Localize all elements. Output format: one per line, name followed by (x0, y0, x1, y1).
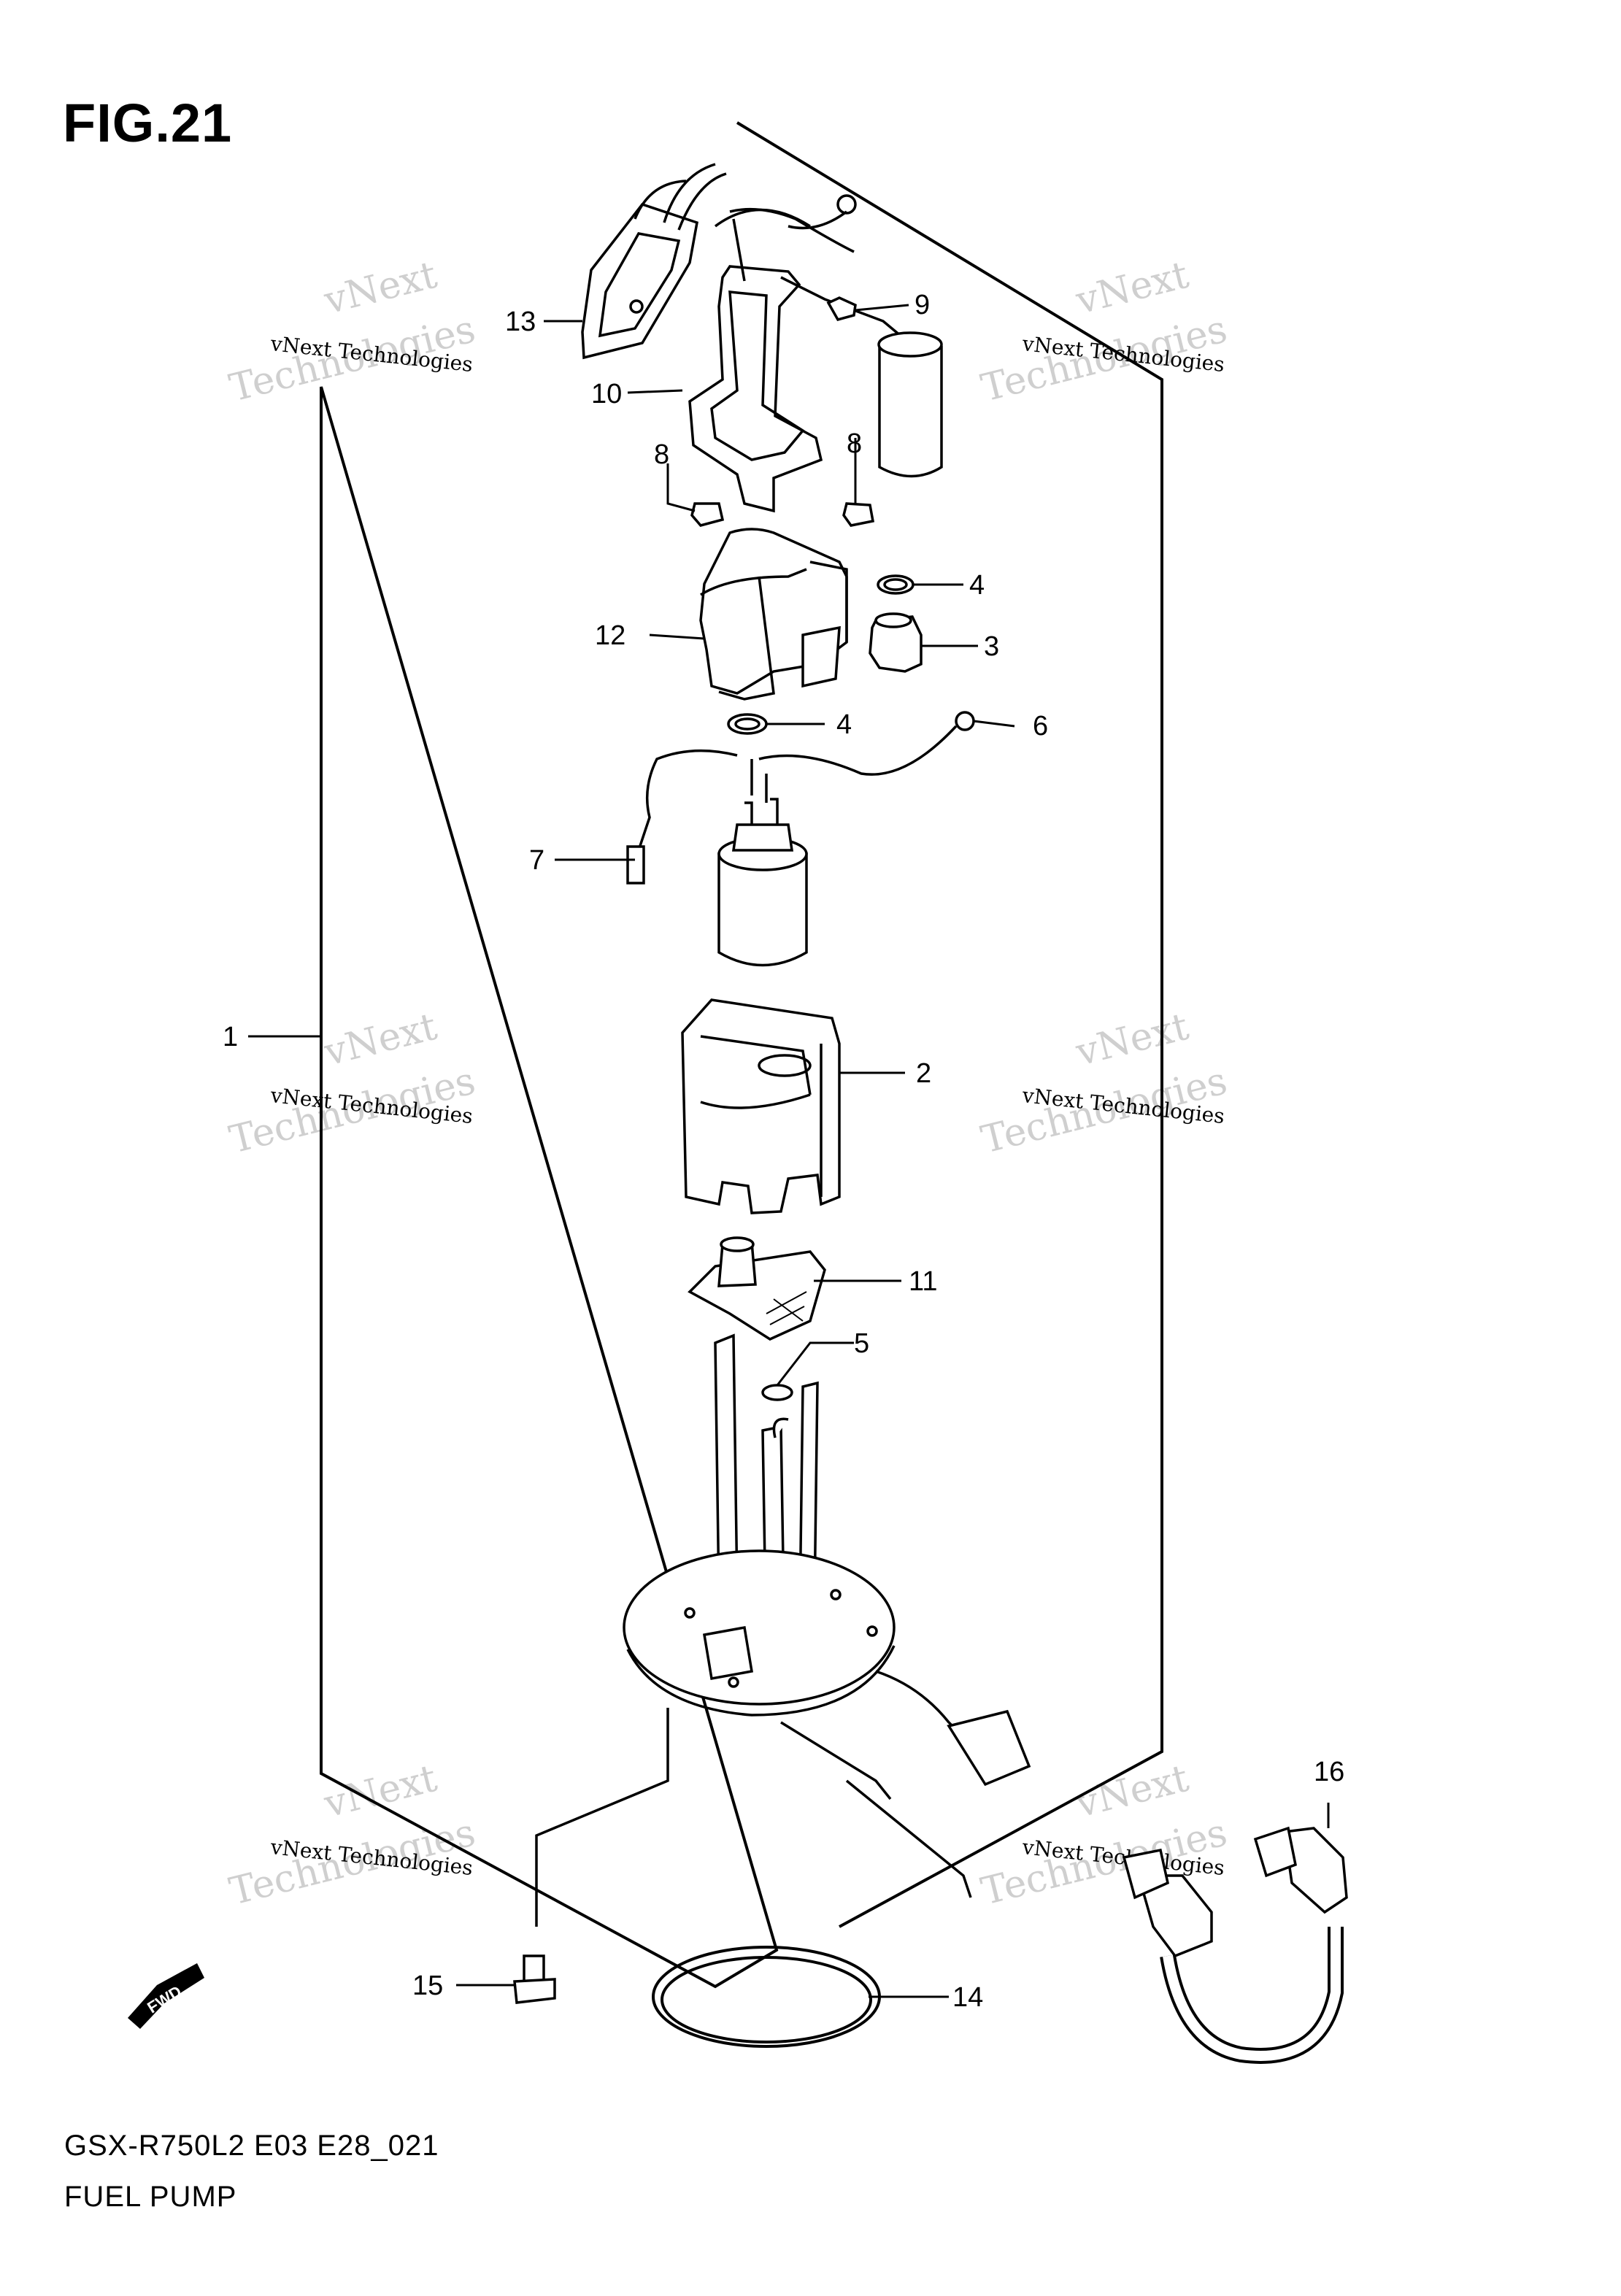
callout-4a: 4 (969, 570, 985, 601)
part-9-float (826, 296, 943, 478)
callout-11: 11 (909, 1266, 937, 1297)
callout-leaders (248, 304, 1330, 1998)
figure-title: FIG.21 (63, 93, 233, 153)
part-15-screw (513, 1954, 556, 2004)
watermark-big-vnext: vNext (320, 1005, 442, 1075)
watermark-big-vnext: vNext (320, 253, 442, 323)
part-11-filter (688, 1236, 826, 1341)
callout-2: 2 (916, 1058, 931, 1089)
pump-base-plate (623, 1333, 1031, 1800)
leader-lines-lower (535, 1708, 972, 1927)
diagram-code: GSX-R750L2 E03 E28_021 (64, 2130, 439, 2162)
callout-10: 10 (591, 379, 622, 409)
watermark-big-vnext: vNext (1071, 253, 1193, 323)
part-2-pump-holder (681, 998, 841, 1214)
watermark-big-vnext: vNext (1071, 1005, 1193, 1075)
diagram-name: FUEL PUMP (64, 2181, 237, 2213)
callout-13: 13 (505, 307, 536, 337)
callout-16: 16 (1314, 1757, 1344, 1787)
callout-14: 14 (952, 1982, 983, 2013)
callout-1: 1 (223, 1022, 238, 1052)
callout-labels: 1 2 3 4 4 5 6 7 8 8 9 10 11 12 13 14 15 … (223, 290, 1344, 2013)
fuel-pump-motor (717, 798, 808, 967)
part-16-fuel-hose (1122, 1826, 1348, 2064)
part-8-bolts (690, 502, 875, 527)
part-10-float-bracket (688, 194, 906, 513)
callout-15: 15 (412, 1971, 443, 2001)
callout-6: 6 (1033, 711, 1048, 741)
watermark-big-vnext: vNext (320, 1757, 442, 1827)
callout-5: 5 (854, 1328, 869, 1359)
callout-12: 12 (595, 620, 625, 651)
fwd-direction-badge: FWD (128, 1963, 204, 2029)
callout-9: 9 (915, 290, 930, 320)
callout-8b: 8 (847, 428, 862, 459)
callout-7: 7 (529, 845, 544, 876)
part-3-regulator (869, 612, 923, 673)
callout-8a: 8 (654, 439, 669, 470)
callout-3: 3 (984, 631, 999, 662)
part-13-connector-bracket (581, 163, 727, 360)
part-12-pump-housing (699, 528, 848, 701)
assembly-outline (320, 121, 1163, 1989)
parts-6-7-wiring (626, 711, 975, 885)
part-5-o-ring (761, 1384, 793, 1401)
part-14-o-ring (652, 1946, 881, 2048)
callout-4b: 4 (836, 709, 852, 740)
